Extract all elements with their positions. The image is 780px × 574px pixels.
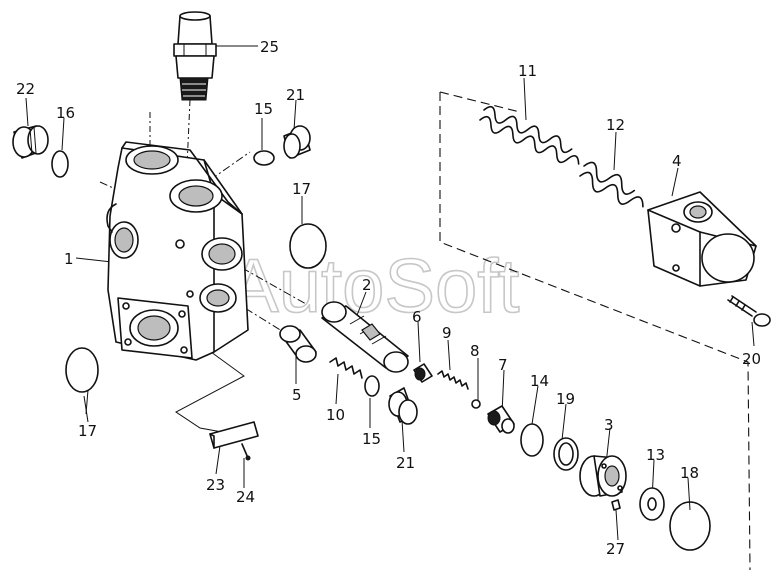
part-27-pin xyxy=(611,499,621,511)
callout-22: 22 xyxy=(16,80,35,98)
callout-9: 9 xyxy=(442,324,452,342)
watermark: AutoSoft xyxy=(228,244,520,329)
callout-3: 3 xyxy=(604,416,614,434)
part-18-o-ring xyxy=(669,501,711,551)
part-15-o-ring-bottom xyxy=(364,375,380,397)
part-19-backup-ring xyxy=(553,437,579,471)
callout-11: 11 xyxy=(518,62,537,80)
part-10-spring xyxy=(329,357,363,379)
part-22-plug xyxy=(12,125,49,159)
callout-7: 7 xyxy=(498,356,508,374)
part-11-spring xyxy=(479,105,580,165)
callout-10: 10 xyxy=(326,406,345,424)
callout-14: 14 xyxy=(530,372,549,390)
part-24-rivet xyxy=(241,443,251,461)
part-13-washer xyxy=(639,487,665,521)
part-21-plug-top xyxy=(283,125,311,159)
part-8-ball xyxy=(471,399,481,409)
callout-5: 5 xyxy=(292,386,302,404)
part-15-o-ring-top xyxy=(253,150,275,166)
part-17-o-ring-left xyxy=(65,347,99,393)
callout-labels: 25 22 16 15 21 1 17 17 2 6 9 8 7 14 19 3… xyxy=(16,38,761,558)
callout-8: 8 xyxy=(470,342,480,360)
part-3-cap xyxy=(579,455,627,497)
callout-21-top: 21 xyxy=(286,86,305,104)
part-6-plug xyxy=(413,363,433,383)
part-2-spool xyxy=(321,301,409,373)
callout-20: 20 xyxy=(742,350,761,368)
part-23-nameplate xyxy=(209,421,259,449)
callout-15-bottom: 15 xyxy=(362,430,381,448)
part-16-o-ring xyxy=(51,150,69,178)
part-20-bolt xyxy=(727,295,771,327)
callout-13: 13 xyxy=(646,446,665,464)
part-1-valve-body xyxy=(106,141,249,361)
callout-17-right: 17 xyxy=(292,180,311,198)
callout-16: 16 xyxy=(56,104,75,122)
part-9-spring xyxy=(437,370,469,390)
part-12-spring xyxy=(579,161,644,208)
callout-15-top: 15 xyxy=(254,100,273,118)
callout-21-bottom: 21 xyxy=(396,454,415,472)
callout-24: 24 xyxy=(236,488,255,506)
part-14-o-ring xyxy=(520,423,544,457)
callout-18: 18 xyxy=(680,464,699,482)
assembly-dashed-outline xyxy=(439,91,751,571)
callout-1: 1 xyxy=(64,250,74,268)
part-5-poppet xyxy=(279,325,317,363)
callout-23: 23 xyxy=(206,476,225,494)
part-17-o-ring-right xyxy=(289,223,327,269)
callout-2: 2 xyxy=(362,276,372,294)
callout-25: 25 xyxy=(260,38,279,56)
part-21-plug-bottom xyxy=(388,387,418,425)
callout-4: 4 xyxy=(672,152,682,170)
callout-6: 6 xyxy=(412,308,422,326)
part-7-seat xyxy=(487,405,515,434)
part-25-relief-cartridge xyxy=(173,11,217,101)
callout-27: 27 xyxy=(606,540,625,558)
callout-17-left: 17 xyxy=(78,422,97,440)
part-4-spring-housing xyxy=(647,191,757,287)
callout-19: 19 xyxy=(556,390,575,408)
callout-12: 12 xyxy=(606,116,625,134)
